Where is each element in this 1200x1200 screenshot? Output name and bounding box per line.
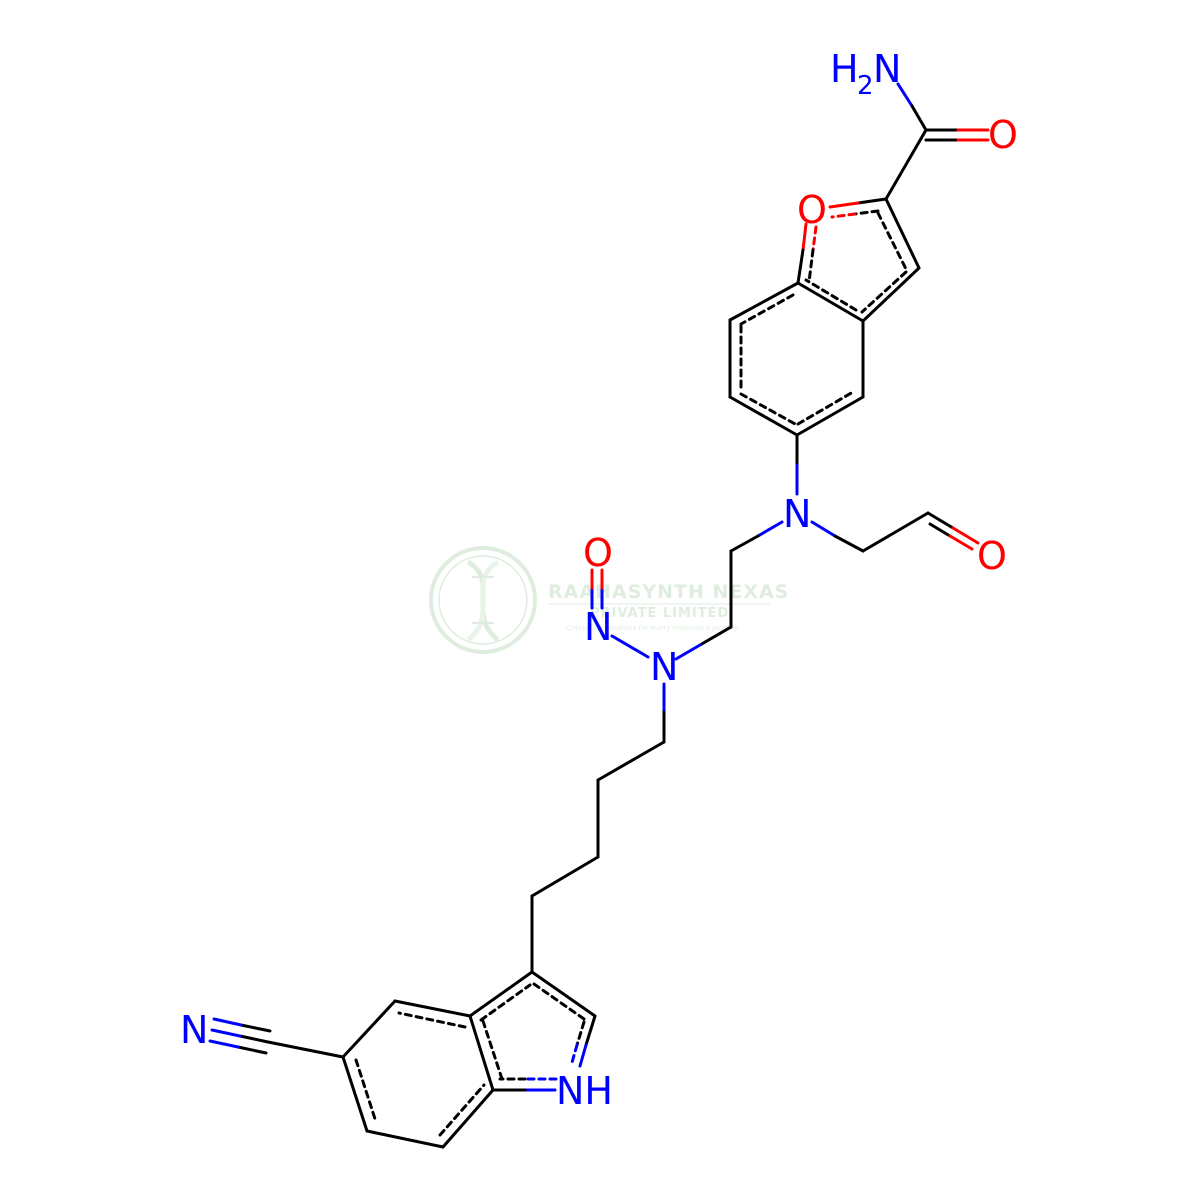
bond-cho-o-double bbox=[948, 534, 974, 551]
bond-cn-triple bbox=[238, 1034, 270, 1044]
bond-cn-triple bbox=[208, 1039, 240, 1049]
bond-c2-o-arom bbox=[830, 212, 857, 219]
bond-o-c7a bbox=[801, 222, 808, 252]
bond-c3a-c3-arom bbox=[479, 983, 532, 1022]
bond-amide-furan bbox=[884, 128, 928, 201]
bond-n-ethyl bbox=[729, 534, 760, 553]
bond-c3a-c7a bbox=[796, 281, 865, 323]
bond-ethyl-n bbox=[698, 625, 733, 647]
atom-labels: H 2 N O O N O O N N N NH bbox=[180, 47, 1018, 1113]
bond-c3a-c4 bbox=[393, 999, 472, 1018]
bond-c3a-c7a-arom bbox=[804, 278, 858, 312]
bond-butyl-3 bbox=[530, 855, 600, 898]
atom-aldehyde-o: O bbox=[977, 534, 1007, 578]
atom-amine-n: N bbox=[783, 492, 811, 536]
bond-c5-c6-arom bbox=[354, 1058, 378, 1124]
bond-c2-o-arom bbox=[853, 209, 880, 216]
bond-c6-c5-arom bbox=[739, 392, 799, 427]
atom-indole-nh: NH bbox=[556, 1069, 613, 1113]
atom-hydrazine-n: N bbox=[650, 645, 678, 689]
bond-c5-c6 bbox=[341, 1055, 369, 1133]
dna-helix-logo bbox=[429, 546, 537, 654]
bond-c6-c5 bbox=[728, 395, 799, 437]
bond-cn-triple bbox=[236, 1045, 268, 1055]
bond-ethyl-n bbox=[674, 643, 702, 661]
bond-n-ch2 bbox=[833, 534, 865, 553]
bond-n-ch2 bbox=[810, 520, 837, 538]
bond-c2-o bbox=[828, 201, 860, 209]
bond-c2-nh-arom bbox=[569, 1043, 579, 1068]
bond-c5-c4 bbox=[795, 395, 865, 437]
atom-amide-o: O bbox=[988, 113, 1018, 157]
watermark: RAAHASYNTH NEXAS PRIVATE LIMITED Catalyz… bbox=[429, 546, 789, 654]
bond-c3-c2 bbox=[530, 970, 597, 1018]
bond-c2-nh bbox=[584, 1014, 597, 1047]
bond-c3a-c4-arom bbox=[397, 1011, 467, 1029]
watermark-subtitle: PRIVATE LIMITED bbox=[590, 606, 729, 621]
bond-c7a-c3a bbox=[468, 1014, 495, 1092]
bond-ch2-cho bbox=[861, 511, 930, 553]
bond-cn-triple bbox=[210, 1028, 242, 1038]
bond-cn-triple bbox=[212, 1017, 243, 1027]
bond-c3-c3a bbox=[861, 266, 921, 323]
watermark-tagline: Catalyzing solutions for every molecule'… bbox=[566, 624, 738, 632]
atom-nh2-subscript: 2 bbox=[857, 71, 874, 101]
bond-c3-c3a-arom bbox=[860, 270, 908, 314]
bond-c7a-c7 bbox=[728, 281, 800, 322]
atom-nh2-h: H bbox=[830, 47, 859, 91]
bond-n-ethyl bbox=[756, 520, 784, 538]
bond-c5-cn bbox=[266, 1040, 345, 1059]
bond-n-nitroso bbox=[610, 634, 650, 659]
atom-furan-o: O bbox=[797, 188, 827, 232]
bond-c2-nh bbox=[578, 1043, 588, 1068]
bond-c2-c3 bbox=[884, 197, 921, 270]
bond-o-c7a-arom bbox=[807, 248, 815, 284]
bond-c6-c7 bbox=[365, 1129, 445, 1149]
bond-c2-c3-arom bbox=[876, 211, 909, 273]
bond-cho-o bbox=[951, 526, 980, 545]
bond-c5-c4-arom bbox=[796, 390, 855, 426]
bond-c7a-c7-arom bbox=[739, 293, 795, 326]
bond-c3a-c3 bbox=[468, 970, 534, 1018]
bond-c4-c5 bbox=[341, 999, 397, 1059]
atom-nitroso-n: N bbox=[584, 605, 612, 649]
bond-nh2-c bbox=[910, 104, 928, 132]
bond-c2-o bbox=[856, 197, 888, 205]
bond-cho-o-double bbox=[928, 522, 952, 538]
bond-cn-triple bbox=[239, 1023, 272, 1033]
atom-nitroso-o: O bbox=[583, 531, 613, 575]
atom-nitrile-n: N bbox=[180, 1008, 208, 1052]
bond-butyl-1 bbox=[596, 740, 666, 782]
bond-c7-c7a bbox=[441, 1088, 495, 1149]
atom-nh2-n: N bbox=[873, 47, 901, 91]
bond-c3-c2-arom bbox=[532, 982, 586, 1021]
bond-cho-o bbox=[926, 511, 955, 530]
bond-o-c7a bbox=[796, 248, 805, 285]
bond-c7-c7a-arom bbox=[438, 1083, 486, 1137]
watermark-title: RAAHASYNTH NEXAS bbox=[548, 581, 789, 603]
bond-nh2-c bbox=[896, 82, 914, 108]
bond-c7a-c3a-arom bbox=[480, 1016, 504, 1081]
bond-o-c7a-arom bbox=[811, 225, 818, 252]
bond-c2-nh-arom bbox=[575, 1020, 586, 1047]
bonds bbox=[208, 82, 990, 1149]
